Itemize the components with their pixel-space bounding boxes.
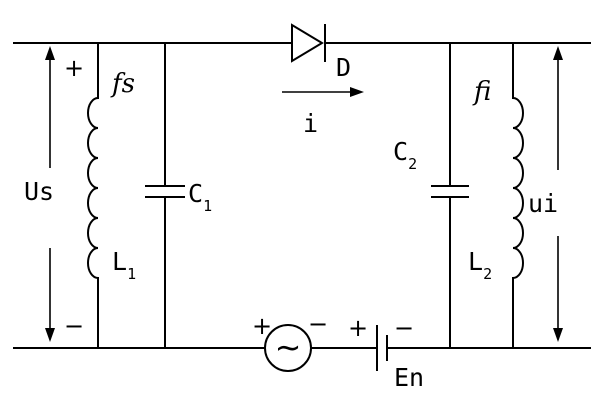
source-voltage-label: Us [24, 177, 54, 206]
idler-voltage-label: ui [528, 189, 558, 218]
terminal-wires [13, 42, 591, 349]
en-minus-sign: − [394, 314, 414, 342]
ac-minus-sign: − [308, 310, 328, 338]
l1-label: L1 [112, 247, 136, 283]
l2-label: L2 [468, 247, 492, 283]
current-arrow [282, 87, 364, 97]
c1-label: C1 [188, 179, 212, 215]
capacitor-c1 [145, 42, 185, 349]
source-frequency-label: fs [110, 69, 135, 99]
diode-label: D [336, 53, 351, 82]
c2-label: C2 [393, 137, 417, 173]
ui-voltage-arrows [553, 46, 563, 342]
bias-label: En [394, 363, 424, 392]
us-voltage-arrows [45, 46, 55, 342]
battery-en [376, 325, 388, 371]
ac-source [264, 324, 312, 372]
capacitor-c2 [431, 42, 469, 349]
inductor-l2 [511, 42, 524, 349]
ac-plus-sign: + [252, 312, 272, 340]
diode-d [291, 23, 326, 63]
idler-frequency-label: fi [472, 77, 491, 107]
ac-wave-symbol: ~ [275, 328, 302, 366]
us-plus-sign: + [64, 54, 84, 82]
inductor-l1 [87, 42, 100, 349]
us-minus-sign: − [64, 312, 84, 340]
current-label: i [303, 109, 318, 138]
en-plus-sign: + [348, 314, 368, 342]
